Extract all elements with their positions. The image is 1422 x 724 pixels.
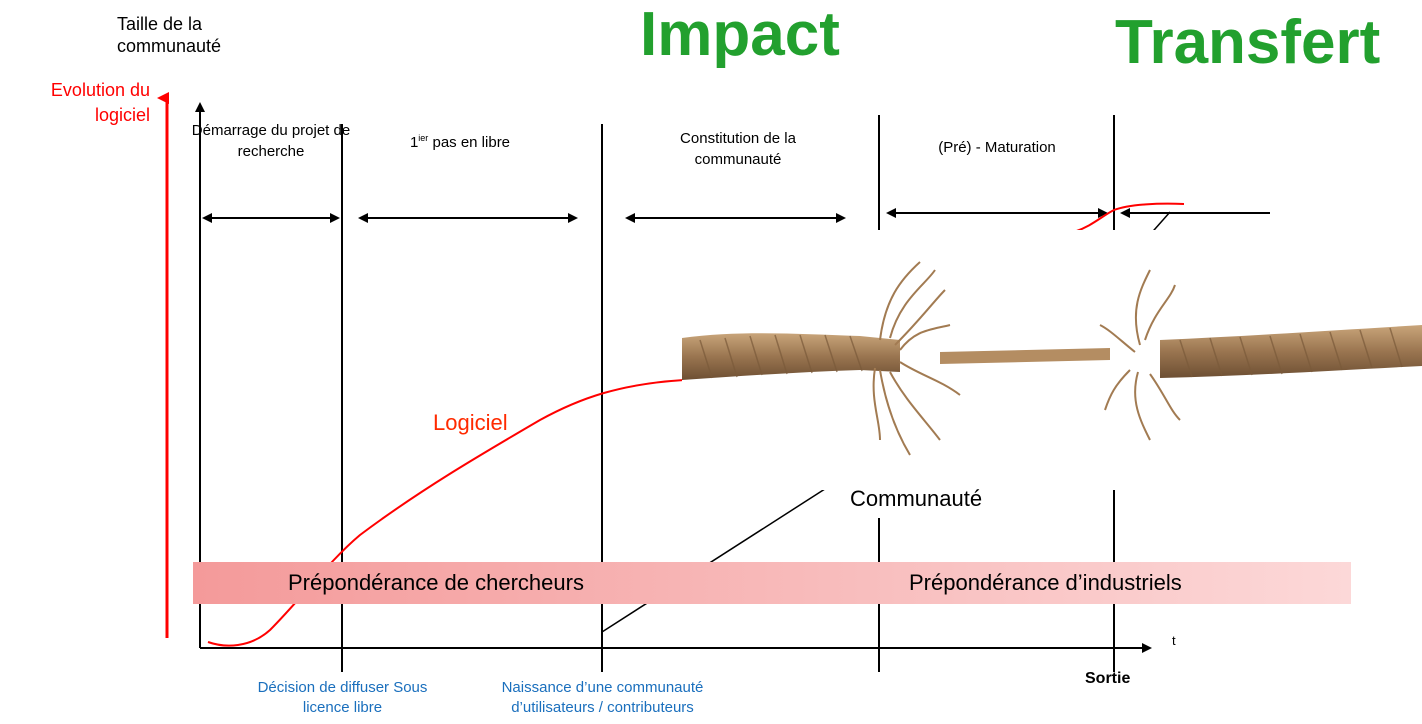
- phase-label-maturation: (Pré) - Maturation: [938, 139, 1056, 156]
- band-label-industriels: Prépondérance d’industriels: [909, 570, 1182, 595]
- logiciel-curve-label: Logiciel: [433, 410, 508, 435]
- communaute-curve-label: Communauté: [850, 486, 983, 511]
- title-impact: Impact: [640, 0, 840, 69]
- logiciel-curve-tail: [1073, 202, 1185, 233]
- phase-label-premier-pas: 1ier pas en libre: [409, 133, 511, 151]
- y-axis-secondary-label: Evolution du logiciel: [50, 80, 150, 125]
- y-axis-label: Taille de la communauté: [117, 14, 222, 56]
- x-axis-label: t: [1172, 633, 1176, 648]
- band-label-chercheurs: Prépondérance de chercheurs: [288, 570, 584, 595]
- milestone-decision: Décision de diffuser Sous licence libre: [257, 679, 428, 716]
- preponderance-band: [193, 562, 1351, 604]
- milestone-sortie: Sortie: [1085, 670, 1131, 687]
- communaute-curve: [601, 486, 829, 633]
- logiciel-curve: [207, 379, 685, 647]
- broken-rope-image: [682, 230, 1422, 490]
- phase-label-constitution: Constitution de la communauté: [680, 130, 796, 168]
- phase-label-demarrage: Démarrage du projet de recherche: [191, 122, 351, 160]
- milestone-naissance: Naissance d’une communauté d’utilisateur…: [501, 679, 704, 716]
- title-transfert: Transfert: [1115, 8, 1381, 77]
